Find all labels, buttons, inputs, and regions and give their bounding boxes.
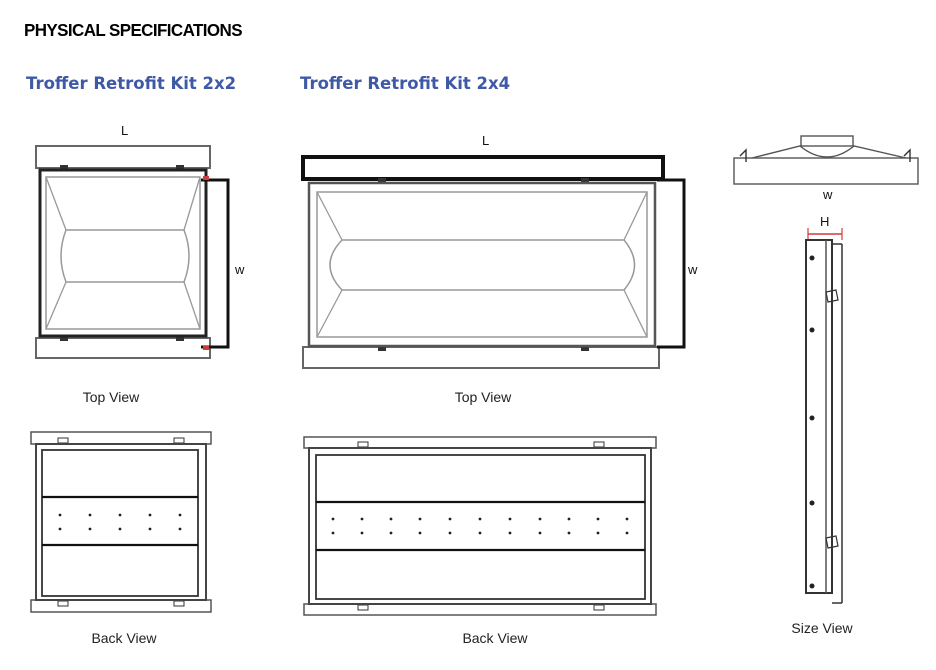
back-view-2x2	[30, 431, 212, 613]
dim-length-2x4: L	[482, 133, 490, 148]
dim-width-2x2: w	[235, 262, 245, 277]
label-back-view-2x4: Back View	[462, 630, 528, 646]
top-view-2x2	[35, 145, 230, 359]
dim-height-side: H	[820, 214, 830, 229]
label-top-view-2x2: Top View	[82, 389, 140, 405]
dim-width-side: w	[823, 187, 833, 202]
dim-length-2x2: L	[121, 123, 129, 138]
label-back-view-2x2: Back View	[91, 630, 157, 646]
dim-width-2x4: w	[688, 262, 698, 277]
kit-2x4-title: Troffer Retrofit Kit 2x4	[300, 74, 511, 93]
side-profile-width	[733, 135, 919, 185]
kit-2x2-title: Troffer Retrofit Kit 2x2	[26, 74, 237, 93]
size-view-drawing	[805, 228, 843, 604]
label-size-view: Size View	[791, 620, 853, 636]
section-heading: PHYSICAL SPECIFICATIONS	[24, 20, 243, 41]
top-view-2x4	[301, 155, 686, 369]
back-view-2x4	[303, 436, 657, 616]
label-top-view-2x4: Top View	[454, 389, 512, 405]
